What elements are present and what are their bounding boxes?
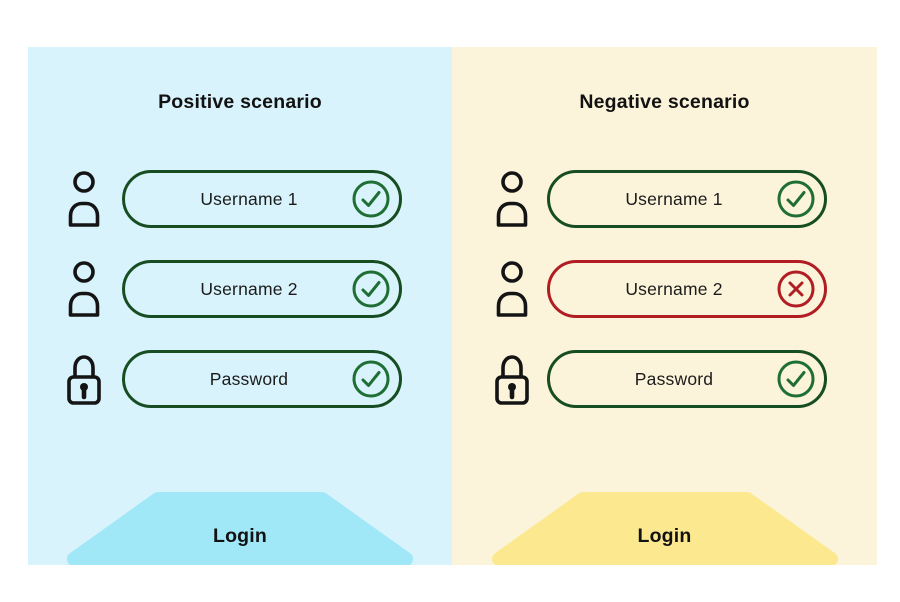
x-icon xyxy=(777,270,815,308)
panel-title: Positive scenario xyxy=(158,91,322,113)
status-badge xyxy=(776,179,816,219)
field-label: Username 2 xyxy=(200,278,298,299)
password-field[interactable]: Password xyxy=(122,350,402,408)
check-icon xyxy=(352,360,390,398)
field-label: Username 2 xyxy=(625,278,723,299)
login-button-label: Login xyxy=(212,524,268,547)
status-badge xyxy=(776,359,816,399)
login-button-label: Login xyxy=(637,524,692,547)
username2-field[interactable]: Username 2 xyxy=(547,260,827,318)
status-badge xyxy=(351,179,391,219)
password-row: Password xyxy=(28,350,452,408)
panel-title: Negative scenario xyxy=(579,91,750,113)
status-badge xyxy=(351,269,391,309)
status-badge xyxy=(776,269,816,309)
check-icon xyxy=(352,270,390,308)
username2-row: Username 2 xyxy=(452,260,877,318)
login-button[interactable]: Login xyxy=(489,491,841,565)
username1-row: Username 1 xyxy=(452,170,877,228)
field-label: Username 1 xyxy=(200,188,298,209)
user-icon xyxy=(62,170,106,228)
check-icon xyxy=(777,180,815,218)
login-form: Username 1 xyxy=(452,170,877,408)
field-label: Password xyxy=(634,368,714,389)
check-icon xyxy=(777,360,815,398)
username2-field[interactable]: Username 2 xyxy=(122,260,402,318)
username2-row: Username 2 xyxy=(28,260,452,318)
lock-icon xyxy=(62,350,106,408)
password-row: Password xyxy=(452,350,877,408)
positive-scenario-panel: Positive scenario Username 1 xyxy=(28,47,452,565)
field-label: Password xyxy=(209,368,289,389)
status-badge xyxy=(351,359,391,399)
negative-scenario-panel: Negative scenario Username 1 xyxy=(452,47,877,565)
username1-field[interactable]: Username 1 xyxy=(547,170,827,228)
lock-icon xyxy=(490,350,534,408)
check-icon xyxy=(352,180,390,218)
password-field[interactable]: Password xyxy=(547,350,827,408)
login-button[interactable]: Login xyxy=(64,491,416,565)
user-icon xyxy=(490,170,534,228)
login-form: Username 1 xyxy=(28,170,452,408)
username1-row: Username 1 xyxy=(28,170,452,228)
field-label: Username 1 xyxy=(625,188,723,209)
user-icon xyxy=(490,260,534,318)
user-icon xyxy=(62,260,106,318)
username1-field[interactable]: Username 1 xyxy=(122,170,402,228)
